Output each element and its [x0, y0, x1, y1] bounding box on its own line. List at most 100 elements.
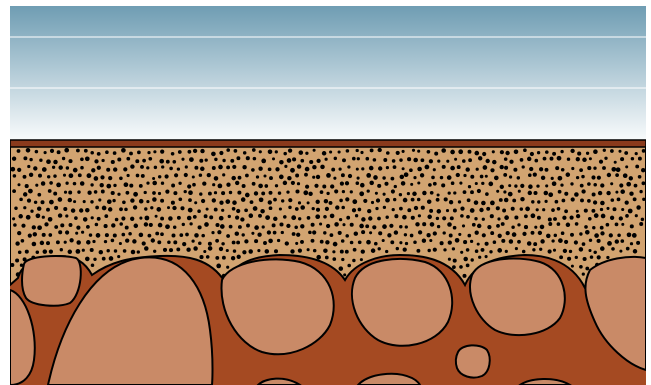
gravel-dot — [204, 222, 209, 227]
gravel-dot — [264, 184, 268, 188]
gravel-dot — [316, 255, 321, 260]
gravel-dot — [314, 184, 318, 188]
gravel-dot — [232, 200, 237, 205]
gravel-dot — [81, 231, 84, 234]
gravel-dot — [531, 200, 534, 203]
gravel-dot — [57, 150, 61, 154]
gravel-dot — [467, 234, 471, 238]
gravel-dot — [208, 192, 212, 196]
gravel-dot — [543, 157, 547, 161]
gravel-dot — [316, 175, 320, 179]
gravel-dot — [102, 257, 106, 261]
gravel-dot — [111, 239, 115, 243]
gravel-dot — [593, 149, 598, 154]
gravel-dot — [117, 158, 121, 162]
gravel-dot — [279, 175, 284, 180]
gravel-dot — [188, 190, 193, 195]
gravel-dot — [326, 224, 330, 228]
gravel-dot — [553, 217, 557, 221]
gravel-dot — [450, 150, 455, 155]
gravel-dot — [153, 150, 156, 153]
gravel-dot — [615, 173, 619, 177]
gravel-dot — [485, 242, 489, 246]
gravel-dot — [132, 239, 136, 243]
gravel-dot — [403, 198, 408, 203]
gravel-dot — [329, 150, 332, 153]
gravel-dot — [145, 216, 150, 221]
gravel-dot — [367, 189, 370, 192]
gravel-dot — [252, 182, 256, 186]
gravel-dot — [86, 225, 90, 229]
gravel-dot — [167, 241, 171, 245]
gravel-dot — [218, 184, 223, 189]
gravel-dot — [111, 223, 115, 227]
gravel-dot — [87, 173, 92, 178]
gravel-dot — [378, 166, 382, 170]
gravel-dot — [500, 185, 504, 189]
gravel-dot — [10, 167, 15, 172]
gravel-dot — [19, 198, 23, 202]
gravel-dot — [244, 208, 248, 212]
gravel-dot — [188, 150, 192, 154]
gravel-dot — [352, 208, 356, 212]
gravel-dot — [363, 199, 367, 203]
gravel-dot — [463, 190, 467, 194]
gravel-dot — [323, 215, 327, 219]
gravel-dot — [536, 184, 539, 187]
gravel-dot — [42, 167, 47, 172]
gravel-dot — [119, 222, 123, 226]
gravel-dot — [641, 218, 644, 221]
gravel-dot — [339, 168, 342, 171]
gravel-dot — [292, 157, 296, 161]
gravel-dot — [246, 156, 250, 160]
gravel-dot — [85, 208, 89, 212]
gravel-dot — [291, 215, 296, 220]
gravel-dot — [361, 249, 365, 253]
gravel-dot — [91, 216, 94, 219]
gravel-dot — [352, 199, 357, 204]
gravel-dot — [359, 224, 364, 229]
gravel-dot — [345, 197, 349, 201]
gravel-dot — [482, 233, 486, 237]
gravel-dot — [128, 232, 132, 236]
gravel-dot — [589, 157, 592, 160]
gravel-dot — [235, 216, 239, 220]
gravel-dot — [330, 214, 335, 219]
gravel-dot — [188, 198, 192, 202]
gravel-dot — [587, 166, 591, 170]
gravel-dot — [78, 173, 82, 177]
gravel-dot — [142, 241, 146, 245]
gravel-dot — [531, 213, 536, 218]
gravel-dot — [481, 201, 486, 206]
gravel-dot — [219, 151, 223, 155]
gravel-dot — [250, 200, 254, 204]
gravel-dot — [65, 182, 68, 185]
gravel-dot — [560, 150, 563, 153]
gravel-dot — [463, 257, 467, 261]
gravel-dot — [357, 177, 360, 180]
gravel-dot — [504, 215, 509, 220]
gravel-dot — [614, 161, 617, 164]
gravel-dot — [429, 209, 433, 213]
gravel-dot — [285, 241, 289, 245]
gravel-dot — [405, 242, 408, 245]
gravel-dot — [23, 206, 26, 209]
gravel-dot — [617, 197, 621, 201]
gravel-dot — [69, 173, 74, 178]
gravel-dot — [182, 223, 185, 226]
gravel-dot — [313, 149, 316, 152]
gravel-dot — [585, 267, 589, 271]
gravel-dot — [505, 250, 508, 253]
gravel-dot — [144, 191, 147, 194]
gravel-dot — [131, 250, 136, 255]
gravel-dot — [272, 223, 276, 227]
gravel-dot — [209, 215, 213, 219]
gravel-dot — [593, 251, 596, 254]
gravel-dot — [483, 165, 488, 170]
gravel-dot — [346, 216, 350, 220]
gravel-dot — [46, 208, 50, 212]
gravel-dot — [298, 249, 302, 253]
gravel-dot — [35, 184, 38, 187]
gravel-dot — [378, 231, 382, 235]
gravel-dot — [371, 248, 376, 253]
